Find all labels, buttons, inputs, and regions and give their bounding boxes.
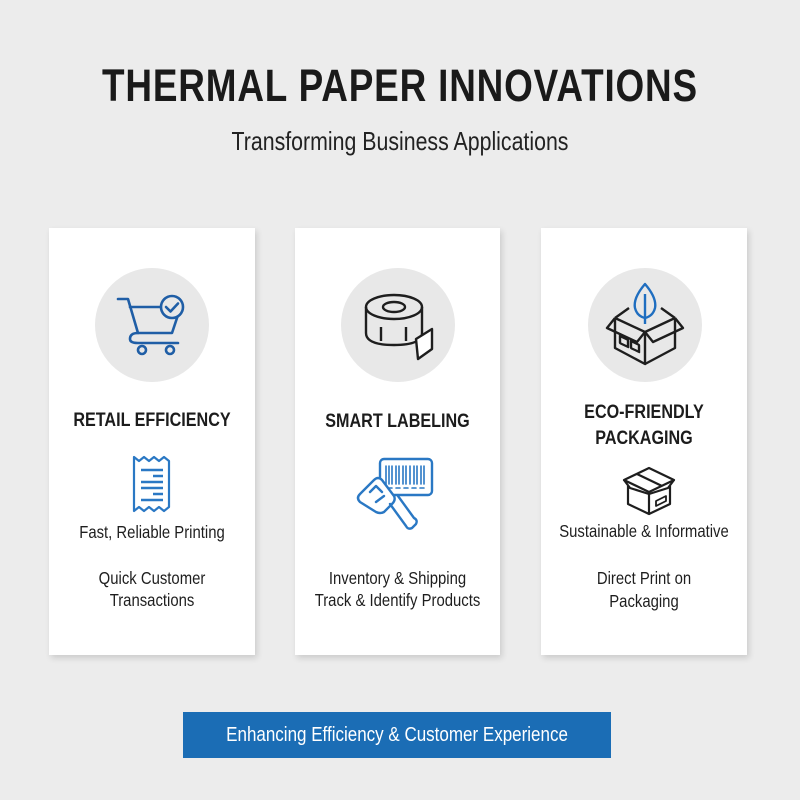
page-subtitle: Transforming Business Applications	[231, 126, 569, 156]
label-roll-icon	[364, 293, 434, 361]
feature-text: Fast, Reliable Printing	[79, 522, 225, 542]
eco-box-leaf-icon	[605, 282, 685, 366]
shipping-box-icon	[622, 466, 676, 516]
shopping-cart-check-icon	[116, 294, 185, 356]
tagline-banner: Enhancing Efficiency & Customer Experien…	[183, 712, 611, 758]
card-smart-labeling: SMART LABELING Inventory & Shipping Trac…	[295, 228, 500, 655]
card-title: SMART LABELING	[325, 411, 470, 432]
detail-text-line2: Transactions	[109, 590, 195, 610]
banner-text: Enhancing Efficiency & Customer Experien…	[226, 723, 568, 746]
card-retail-efficiency: RETAIL EFFICIENCY Fast, Reliable Printin…	[49, 228, 255, 655]
receipt-icon	[132, 455, 171, 513]
detail-text-line2: Packaging	[609, 591, 679, 611]
icon-circle	[588, 268, 702, 382]
icon-circle	[341, 268, 455, 382]
feature-text: Sustainable & Informative	[559, 521, 729, 541]
detail-text-line1: Inventory & Shipping	[328, 568, 467, 588]
icon-circle	[95, 268, 209, 382]
detail-text-line2: Track & Identify Products	[314, 590, 481, 610]
page-title: THERMAL PAPER INNOVATIONS	[102, 60, 698, 111]
card-title-line1: ECO-FRIENDLY	[584, 402, 704, 423]
card-title-line2: PACKAGING	[595, 428, 693, 449]
detail-text-line1: Direct Print on	[596, 568, 692, 588]
barcode-scanner-icon	[356, 457, 434, 530]
detail-text-line1: Quick Customer	[98, 568, 206, 588]
card-eco-friendly-packaging: ECO-FRIENDLY PACKAGING Sustainable & Inf…	[541, 228, 747, 655]
card-title: RETAIL EFFICIENCY	[73, 410, 231, 431]
